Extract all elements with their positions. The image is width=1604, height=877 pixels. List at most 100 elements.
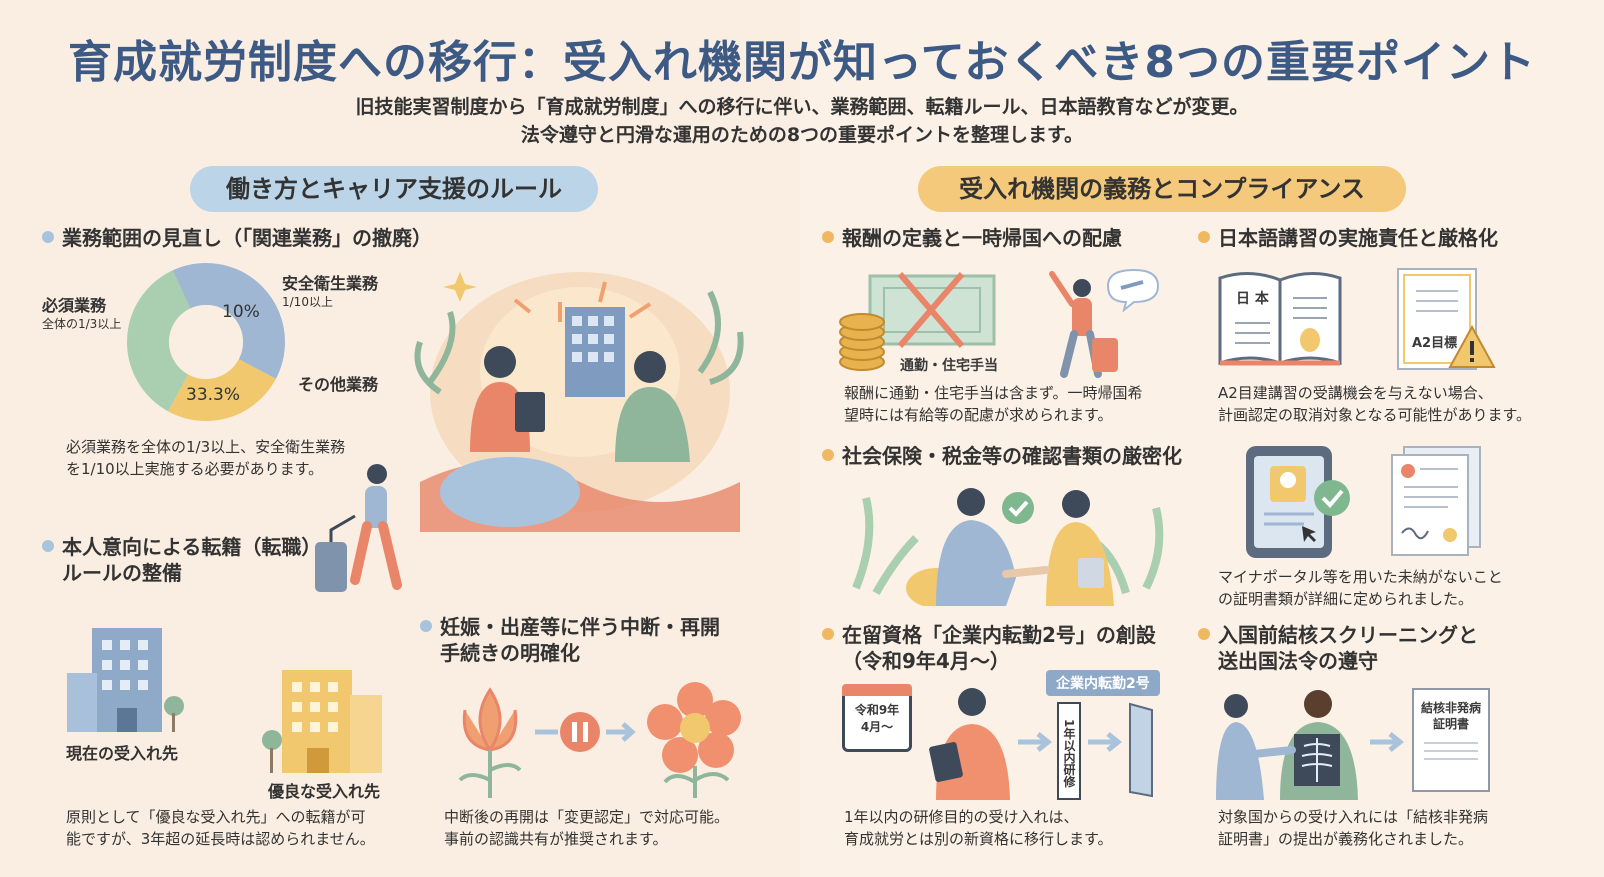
donut-required-sublabel: 全体の1/3以上	[42, 317, 122, 331]
pregnancy-heading-line-1: 妊娠・出産等に伴う中断・再開	[440, 615, 720, 639]
pay-heading-text: 報酬の定義と一時帰国への配慮	[842, 226, 1122, 250]
donut-other-label: その他業務	[298, 375, 379, 394]
current-employer-building-icon	[67, 628, 184, 732]
a2-goal-label: A2目標	[1412, 336, 1458, 351]
consultation-illustration	[414, 272, 744, 532]
calendar-line-1: 令和9年	[854, 703, 900, 717]
one-year-training-label: 1年以内研修	[1057, 702, 1081, 800]
tb-cert-line-1: 結核非発病	[1420, 701, 1481, 715]
visa-heading-line-2: （令和9年4月〜）	[842, 649, 1010, 673]
japanese-body: A2目建講習の受講機会を与えない場合、 計画認定の取消対象となる可能性があります…	[1218, 382, 1531, 426]
current-employer-label: 現在の受入れ先	[66, 744, 179, 763]
donut-required-label: 必須業務	[42, 296, 107, 315]
transfer-heading-line-1: 本人意向による転籍（転職）	[62, 535, 322, 559]
allowance-label: 通勤・住宅手当	[900, 358, 998, 374]
bullet-icon	[822, 449, 834, 461]
insurance-heading-text: 社会保険・税金等の確認書類の厳密化	[842, 444, 1182, 468]
visa-heading: 在留資格「企業内転勤2号」の創設 （令和9年4月〜）	[822, 622, 1156, 674]
walking-traveler-illustration	[315, 464, 402, 592]
japanese-heading: 日本語講習の実施責任と厳格化	[1198, 225, 1498, 251]
insurance-heading: 社会保険・税金等の確認書類の厳密化	[822, 443, 1182, 469]
page-title: 育成就労制度への移行：受入れ機関が知っておくべき8つの重要ポイント	[67, 37, 1537, 88]
excellent-employer-label: 優良な受入れ先	[268, 782, 381, 801]
insurance-body-line-1: マイナポータル等を用いた未納がないこと	[1218, 568, 1503, 586]
tb-cert-line-2: 証明書	[1432, 717, 1469, 731]
allowance-excluded-illustration	[839, 268, 1160, 378]
scope-body: 必須業務を全体の1/3以上、安全衛生業務 を1/10以上実施する必要があります。	[66, 436, 345, 480]
bullet-icon	[420, 620, 432, 632]
tb-body-line-1: 対象国からの受け入れには「結核非発病	[1218, 808, 1489, 826]
trainee-with-tablet-illustration	[929, 688, 1010, 800]
donut-hole	[169, 305, 243, 379]
japanese-body-line-2: 計画認定の取消対象となる可能性があります。	[1218, 406, 1532, 424]
transfer-body-line-2: 能ですが、3年超の延長時は認められません。	[66, 830, 375, 848]
bullet-icon	[1198, 231, 1210, 243]
bullet-icon	[42, 540, 54, 552]
pause-and-resume-illustration	[458, 682, 741, 798]
a2-certificate-warning-icon	[1397, 268, 1496, 370]
transfer-heading-line-2: ルールの整備	[62, 561, 182, 585]
insurance-body-line-2: の証明書類が詳細に定められました。	[1218, 590, 1474, 608]
visa-body: 1年以内の研修目的の受け入れは、 育成就労とは別の新資格に移行します。	[844, 806, 1113, 850]
subtitle-line-2: 法令遵守と円滑な運用のための8つの重要ポイントを整理します。	[520, 124, 1084, 146]
donut-segment-required-2	[127, 263, 285, 421]
right-section-pill: 受入れ機関の義務とコンプライアンス	[918, 166, 1406, 212]
tb-xray-screening-illustration	[1216, 690, 1358, 800]
donut-segment-safety	[127, 263, 285, 421]
task-scope-donut-chart	[127, 263, 285, 421]
arrow-right-icon-1	[1018, 732, 1053, 752]
donut-safety-percent: 10%	[222, 302, 260, 322]
donut-safety-label: 安全衛生業務	[282, 274, 379, 293]
pregnancy-body-line-2: 事前の認識共有が推奨されます。	[444, 830, 668, 848]
visa-heading-line-1: 在留資格「企業内転勤2号」の創設	[842, 623, 1156, 647]
pregnancy-body: 中断後の再開は「変更認定」で対応可能。 事前の認識共有が推奨されます。	[444, 806, 729, 850]
scope-heading-text: 業務範囲の見直し（「関連業務」の撤廃）	[62, 226, 432, 250]
visa-body-line-2: 育成就労とは別の新資格に移行します。	[844, 830, 1113, 848]
cert-line	[1424, 742, 1478, 750]
bullet-icon	[822, 231, 834, 243]
donut-other-percent: 33.3%	[186, 385, 241, 405]
certificate-documents-icon	[1391, 446, 1481, 556]
tb-heading-line-2: 送出国法令の遵守	[1218, 649, 1378, 673]
tablet-verified-icon	[1246, 446, 1350, 558]
tb-body-line-2: 証明書」の提出が義務化されました。	[1218, 830, 1474, 848]
japanese-body-line-1: A2目建講習の受講機会を与えない場合、	[1218, 384, 1493, 402]
door-icon	[1129, 702, 1153, 798]
bullet-icon	[1198, 628, 1210, 640]
transfer-body-line-1: 原則として「優良な受入れ先」への転籍が可	[66, 808, 366, 826]
calendar-icon: 令和9年 4月〜	[842, 684, 912, 752]
pay-body: 報酬に通勤・住宅手当は含まず。一時帰国希 望時には有給等の配慮が求められます。	[844, 382, 1143, 426]
pay-body-line-2: 望時には有給等の配慮が求められます。	[844, 406, 1113, 424]
pay-body-line-1: 報酬に通勤・住宅手当は含まず。一時帰国希	[844, 384, 1143, 402]
donut-segment-other	[127, 263, 285, 421]
insurance-body: マイナポータル等を用いた未納がないこと の証明書類が詳細に定められました。	[1218, 566, 1503, 610]
arrow-right-icon-3	[1370, 732, 1405, 752]
tb-heading-line-1: 入国前結核スクリーニングと	[1218, 623, 1478, 647]
cert-line	[1424, 750, 1478, 758]
japanese-textbook-icon	[1218, 272, 1342, 366]
scope-body-line-1: 必須業務を全体の1/3以上、安全衛生業務	[66, 438, 346, 456]
bullet-icon	[822, 628, 834, 640]
calendar-header	[842, 684, 912, 696]
japanese-heading-text: 日本語講習の実施責任と厳格化	[1218, 226, 1498, 250]
subtitle-line-1: 旧技能実習制度から「育成就労制度」への移行に伴い、業務範囲、転籍ルール、日本語教…	[355, 96, 1249, 118]
visa-body-line-1: 1年以内の研修目的の受け入れは、	[844, 808, 1079, 826]
intracompany-transfer-badge: 企業内転勤2号	[1046, 670, 1160, 696]
calendar-line-2: 4月〜	[860, 720, 894, 734]
handshake-verification-illustration	[852, 488, 1164, 606]
pregnancy-heading-line-2: 手続きの明確化	[440, 641, 580, 665]
tb-heading: 入国前結核スクリーニングと 送出国法令の遵守	[1198, 622, 1478, 674]
transfer-body: 原則として「優良な受入れ先」への転籍が可 能ですが、3年超の延長時は認められませ…	[66, 806, 375, 850]
tb-certificate-icon: 結核非発病 証明書	[1412, 688, 1490, 792]
tb-body: 対象国からの受け入れには「結核非発病 証明書」の提出が義務化されました。	[1218, 806, 1488, 850]
excellent-employer-building-icon	[262, 670, 382, 773]
pregnancy-body-line-1: 中断後の再開は「変更認定」で対応可能。	[444, 808, 730, 826]
left-section-pill: 働き方とキャリア支援のルール	[190, 166, 598, 212]
scope-heading: 業務範囲の見直し（「関連業務」の撤廃）	[42, 225, 432, 251]
donut-safety-sublabel: 1/10以上	[282, 295, 333, 309]
arrow-right-icon-2	[1088, 732, 1123, 752]
pay-heading: 報酬の定義と一時帰国への配慮	[822, 225, 1122, 251]
cert-line	[1424, 758, 1478, 766]
pregnancy-heading: 妊娠・出産等に伴う中断・再開 手続きの明確化	[420, 614, 720, 666]
transfer-heading: 本人意向による転籍（転職） ルールの整備	[42, 534, 321, 586]
